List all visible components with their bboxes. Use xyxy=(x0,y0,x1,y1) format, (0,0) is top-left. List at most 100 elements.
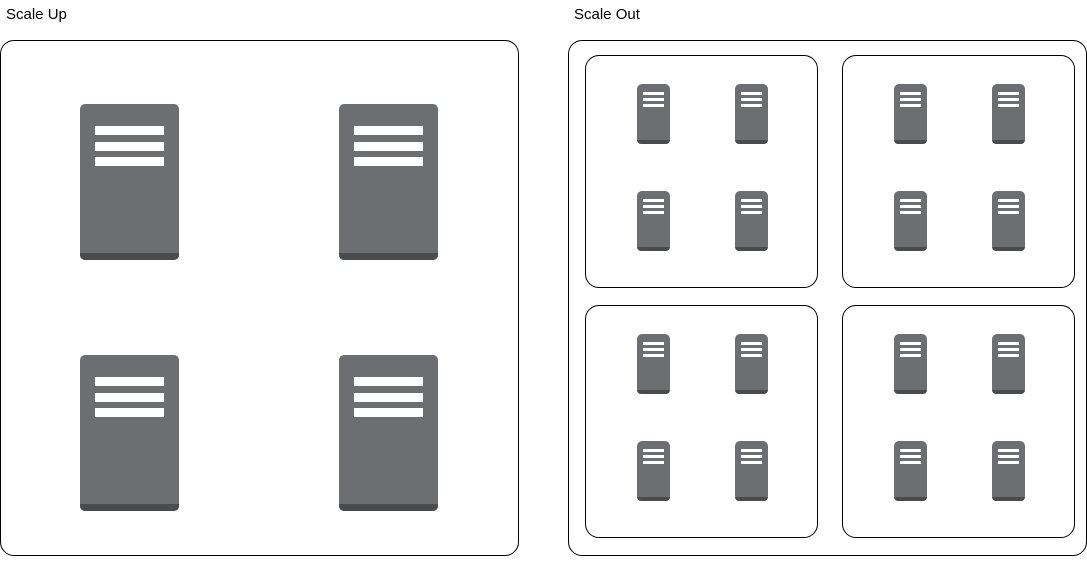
server-icon xyxy=(735,84,768,144)
server-base xyxy=(894,497,927,501)
server-drive-slot xyxy=(900,449,921,452)
server-base xyxy=(80,253,179,260)
server-drive-slot xyxy=(900,211,921,214)
server-cluster xyxy=(842,55,1075,288)
server-drive-slot xyxy=(741,461,762,464)
server-icon xyxy=(992,191,1025,251)
server-drive-slot xyxy=(741,455,762,458)
server-drive-slot xyxy=(998,348,1019,351)
server-icon xyxy=(80,355,179,511)
server-drive-slot xyxy=(998,205,1019,208)
server-base xyxy=(637,497,670,501)
server-icon xyxy=(992,84,1025,144)
server-icon xyxy=(339,104,438,260)
server-base xyxy=(735,390,768,394)
server-drive-slot xyxy=(900,342,921,345)
server-drive-slot xyxy=(95,126,164,135)
server-base xyxy=(894,140,927,144)
server-drive-slot xyxy=(998,92,1019,95)
server-drive-slot xyxy=(741,449,762,452)
server-base xyxy=(637,140,670,144)
server-drive-slot xyxy=(900,205,921,208)
scale-up-panel xyxy=(0,40,519,556)
server-base xyxy=(894,390,927,394)
server-base xyxy=(637,247,670,251)
server-drive-slot xyxy=(998,455,1019,458)
server-drive-slot xyxy=(354,408,423,417)
server-icon xyxy=(735,191,768,251)
server-drive-slot xyxy=(643,461,664,464)
server-base xyxy=(992,390,1025,394)
server-drive-slot xyxy=(741,199,762,202)
server-icon xyxy=(637,191,670,251)
server-icon xyxy=(637,84,670,144)
server-drive-slot xyxy=(643,354,664,357)
server-icon xyxy=(735,334,768,394)
server-drive-slot xyxy=(900,199,921,202)
server-drive-slot xyxy=(95,157,164,166)
server-drive-slot xyxy=(95,377,164,386)
server-drive-slot xyxy=(643,199,664,202)
server-icon xyxy=(894,84,927,144)
server-drive-slot xyxy=(741,348,762,351)
server-drive-slot xyxy=(354,157,423,166)
server-icon xyxy=(735,441,768,501)
server-drive-slot xyxy=(95,392,164,402)
server-icon xyxy=(339,355,438,511)
server-icon xyxy=(992,334,1025,394)
server-icon xyxy=(894,191,927,251)
server-base xyxy=(992,497,1025,501)
server-cluster xyxy=(585,55,818,288)
server-drive-slot xyxy=(643,92,664,95)
scale-out-title: Scale Out xyxy=(574,6,640,23)
server-drive-slot xyxy=(741,211,762,214)
server-drive-slot xyxy=(900,104,921,107)
server-base xyxy=(339,253,438,260)
server-drive-slot xyxy=(900,461,921,464)
server-icon xyxy=(80,104,179,260)
server-base xyxy=(735,247,768,251)
server-drive-slot xyxy=(900,348,921,351)
server-drive-slot xyxy=(95,408,164,417)
server-icon xyxy=(894,334,927,394)
server-drive-slot xyxy=(354,392,423,402)
server-drive-slot xyxy=(643,211,664,214)
server-drive-slot xyxy=(900,92,921,95)
server-drive-slot xyxy=(643,104,664,107)
server-icon xyxy=(992,441,1025,501)
server-drive-slot xyxy=(998,98,1019,101)
server-drive-slot xyxy=(354,126,423,135)
server-base xyxy=(637,390,670,394)
server-drive-slot xyxy=(900,354,921,357)
server-drive-slot xyxy=(998,354,1019,357)
server-drive-slot xyxy=(998,104,1019,107)
server-drive-slot xyxy=(95,141,164,151)
server-drive-slot xyxy=(741,92,762,95)
server-base xyxy=(735,497,768,501)
server-drive-slot xyxy=(998,461,1019,464)
server-drive-slot xyxy=(643,348,664,351)
server-drive-slot xyxy=(741,104,762,107)
server-drive-slot xyxy=(998,199,1019,202)
server-base xyxy=(80,504,179,511)
server-drive-slot xyxy=(643,455,664,458)
server-icon xyxy=(894,441,927,501)
server-drive-slot xyxy=(643,449,664,452)
scale-up-title: Scale Up xyxy=(6,6,67,23)
server-drive-slot xyxy=(900,98,921,101)
server-base xyxy=(894,247,927,251)
server-drive-slot xyxy=(900,455,921,458)
server-cluster xyxy=(585,305,818,538)
server-drive-slot xyxy=(643,98,664,101)
server-drive-slot xyxy=(354,141,423,151)
server-drive-slot xyxy=(741,354,762,357)
server-icon xyxy=(637,441,670,501)
server-cluster xyxy=(842,305,1075,538)
server-icon xyxy=(637,334,670,394)
server-drive-slot xyxy=(354,377,423,386)
server-drive-slot xyxy=(643,342,664,345)
server-drive-slot xyxy=(998,342,1019,345)
server-drive-slot xyxy=(998,449,1019,452)
server-base xyxy=(735,140,768,144)
server-drive-slot xyxy=(998,211,1019,214)
